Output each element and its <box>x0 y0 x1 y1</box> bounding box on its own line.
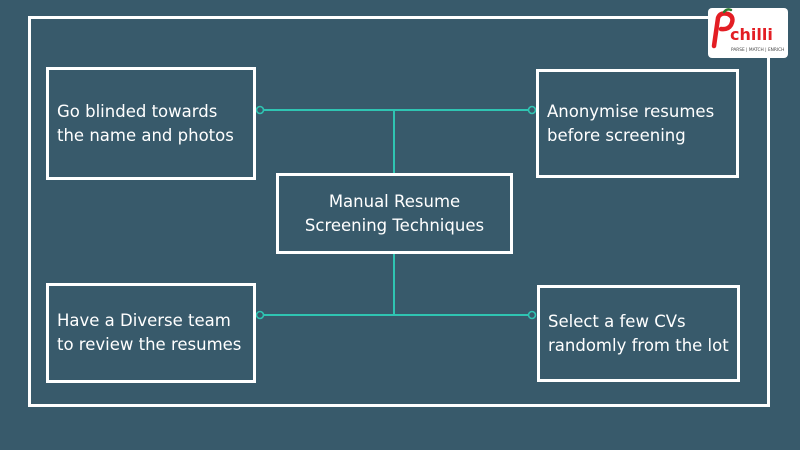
node-text-line: before screening <box>547 125 686 145</box>
node-select-random-cvs: Select a few CVs randomly from the lot <box>537 285 740 382</box>
connector-dot-bottom-left <box>255 310 265 320</box>
node-text-line: Have a Diverse team <box>57 311 231 330</box>
connector-dot-top-left <box>255 105 265 115</box>
diagram-frame <box>28 16 770 407</box>
node-central-topic: Manual Resume Screening Techniques <box>276 173 513 254</box>
logo-tagline: PARSE | MATCH | ENRICH <box>731 47 784 53</box>
node-text-line: the name and photos <box>57 125 234 145</box>
node-diverse-team: Have a Diverse team to review the resume… <box>46 283 256 383</box>
node-anonymise-resumes: Anonymise resumes before screening <box>536 69 739 178</box>
node-go-blinded: Go blinded towards the name and photos <box>46 67 256 180</box>
node-text-line: to review the resumes <box>57 335 242 354</box>
chilli-logo: chilli PARSE | MATCH | ENRICH <box>708 8 788 58</box>
node-text-line: Select a few CVs <box>548 311 686 331</box>
logo-wordmark: chilli <box>730 25 773 44</box>
node-text-line: Anonymise resumes <box>547 101 715 121</box>
connector-dot-bottom-right <box>527 310 537 320</box>
node-text-line: randomly from the lot <box>548 335 729 355</box>
central-topic-line: Screening Techniques <box>304 215 485 235</box>
connector-dot-top-right <box>527 105 537 115</box>
node-text-line: Go blinded towards <box>57 101 218 121</box>
central-topic-line: Manual Resume <box>328 191 461 211</box>
